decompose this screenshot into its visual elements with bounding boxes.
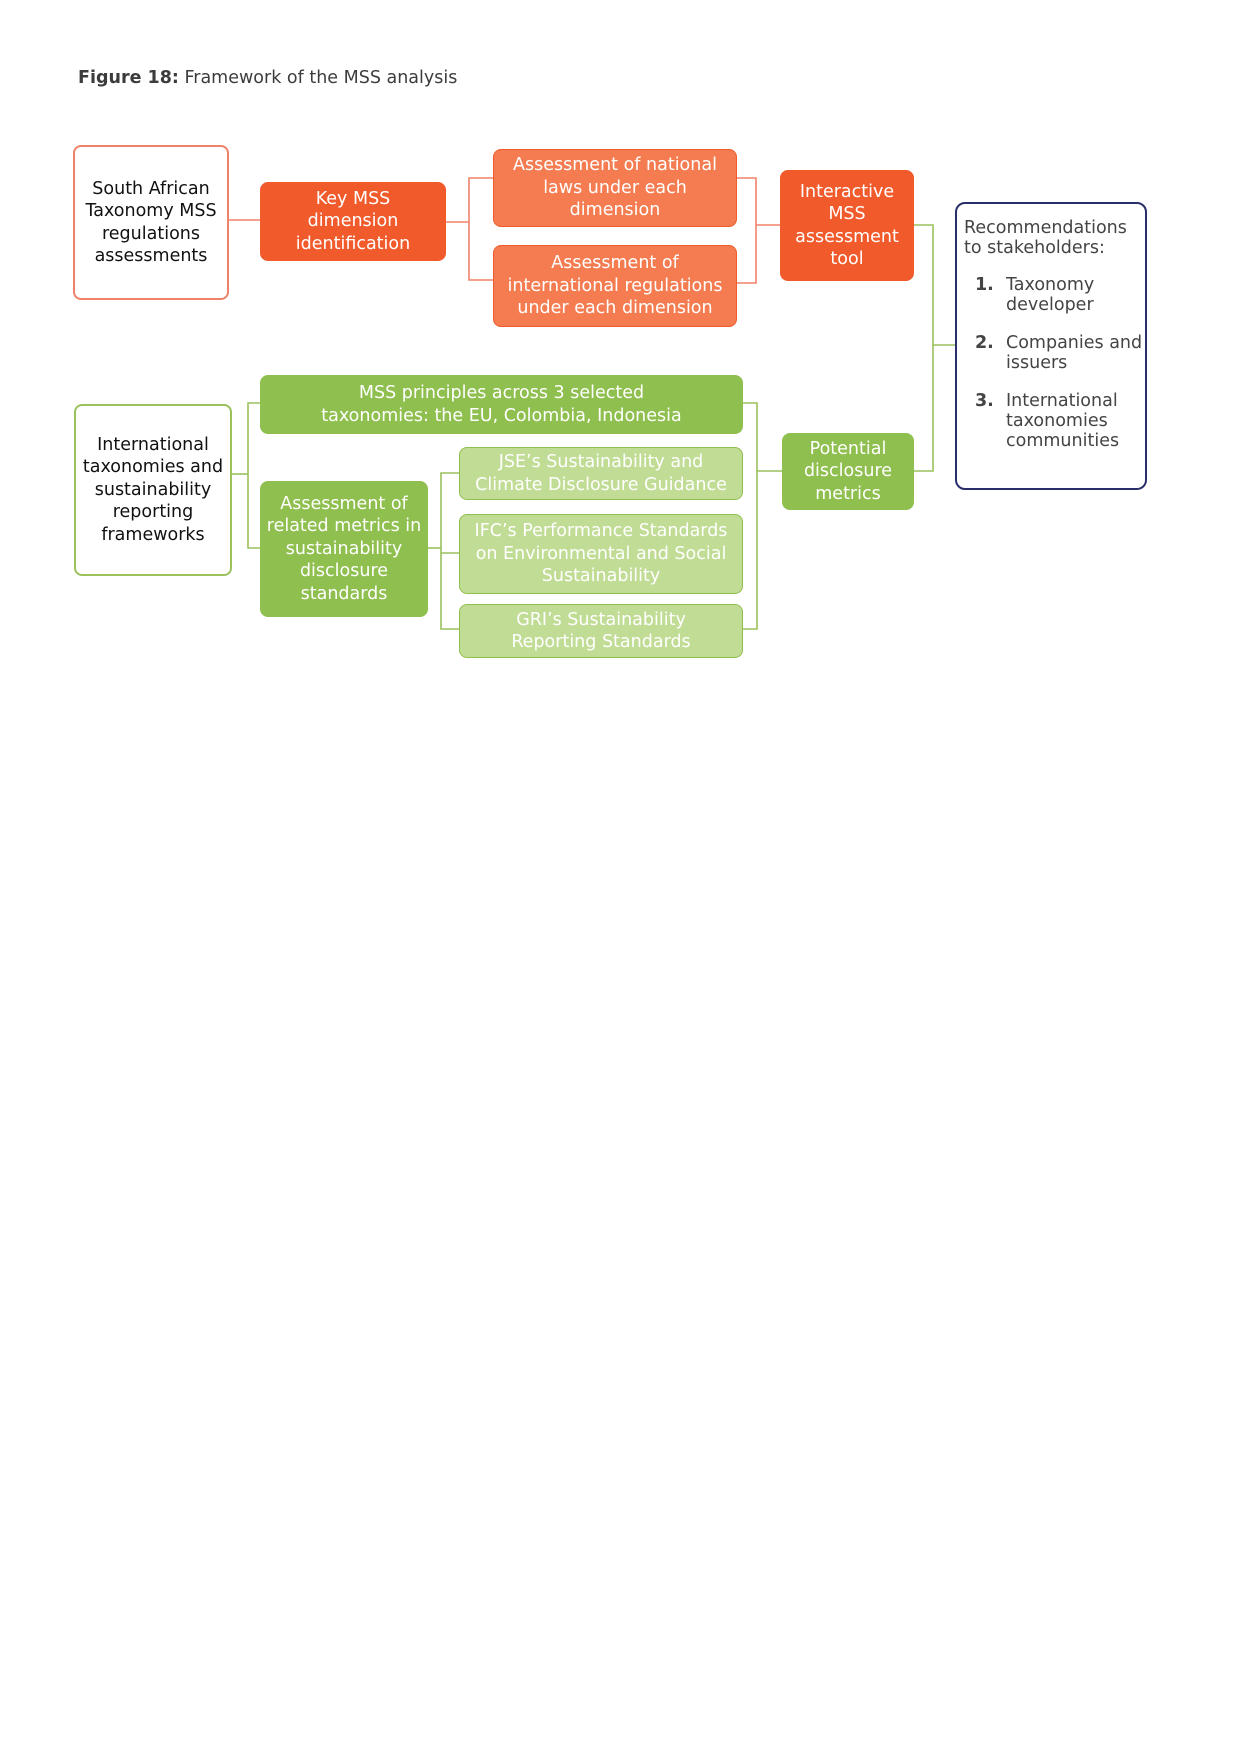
connector-join-assessments xyxy=(737,177,757,284)
recommendation-number: 2. xyxy=(975,333,994,353)
connector-to-recommendations xyxy=(914,224,934,472)
node-jse: JSE’s Sustainability and Climate Disclos… xyxy=(459,447,743,500)
recommendation-item: 3. International taxonomies communities xyxy=(975,391,1145,451)
connector-branch-green xyxy=(247,402,260,549)
recommendation-item: 2. Companies and issuers xyxy=(975,333,1145,373)
recommendation-number: 1. xyxy=(975,275,994,295)
node-interactive-tool: Interactive MSS assessment tool xyxy=(780,170,914,281)
recommendations-box: Recommendations to stakeholders: 1. Taxo… xyxy=(955,202,1147,490)
node-ifc: IFC’s Performance Standards on Environme… xyxy=(459,514,743,594)
connector-branch-assessments xyxy=(468,177,493,281)
connector-branch-standards xyxy=(440,472,459,630)
node-intl-taxonomies: International taxonomies and sustainabil… xyxy=(74,404,232,576)
node-mss-principles: MSS principles across 3 selected taxonom… xyxy=(260,375,743,434)
node-sa-taxonomy: South African Taxonomy MSS regulations a… xyxy=(73,145,229,300)
node-national-laws: Assessment of national laws under each d… xyxy=(493,149,737,227)
recommendations-heading: Recommendations to stakeholders: xyxy=(964,218,1127,258)
orange-connectors xyxy=(228,177,780,284)
connector-join-right xyxy=(743,402,758,630)
node-related-metrics: Assessment of related metrics in sustain… xyxy=(260,481,428,617)
recommendation-item: 1. Taxonomy developer xyxy=(975,275,1145,315)
node-gri: GRI’s Sustainability Reporting Standards xyxy=(459,604,743,658)
figure-label: Figure 18: xyxy=(78,68,179,88)
node-key-mss: Key MSS dimension identification xyxy=(260,182,446,261)
recommendation-text: International taxonomies communities xyxy=(1006,391,1120,451)
figure-caption: Figure 18: Framework of the MSS analysis xyxy=(78,68,457,88)
green-connectors xyxy=(232,224,955,630)
recommendation-text: Taxonomy developer xyxy=(1006,275,1095,315)
figure-title: Framework of the MSS analysis xyxy=(184,68,458,88)
node-international-regs: Assessment of international regulations … xyxy=(493,245,737,327)
node-disclosure-metrics: Potential disclosure metrics xyxy=(782,433,914,510)
recommendation-number: 3. xyxy=(975,391,994,411)
recommendation-text: Companies and issuers xyxy=(1006,333,1143,373)
